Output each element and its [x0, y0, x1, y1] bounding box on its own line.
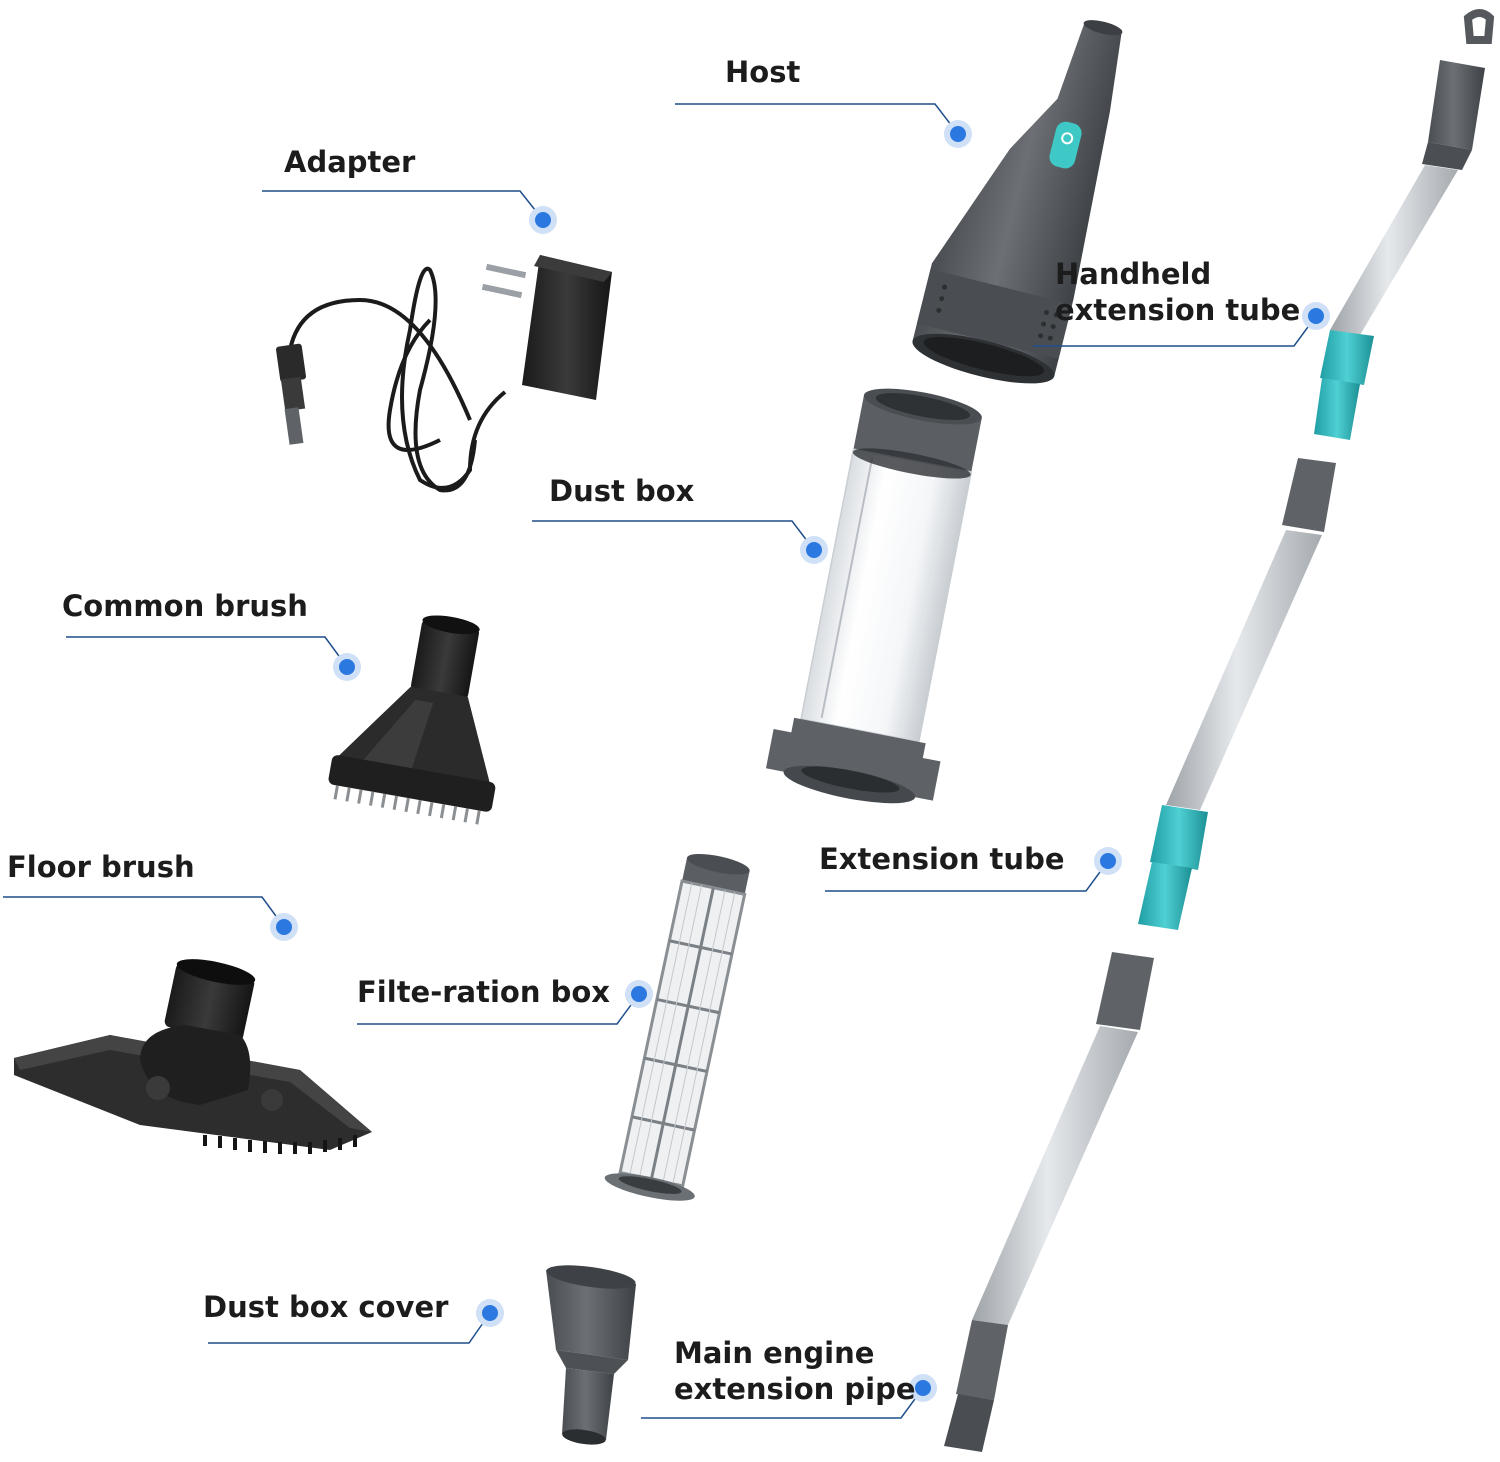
label-dust-box: Dust box: [549, 474, 695, 508]
power-adapter-icon: [276, 255, 612, 493]
label-common-brush: Common brush: [62, 589, 308, 623]
label-adapter: Adapter: [284, 145, 416, 179]
leader-line-adapter: [262, 190, 544, 221]
leader-line-floor-brush: [3, 896, 285, 928]
dot-adapter: [529, 206, 557, 234]
dot-host: [944, 120, 972, 148]
dot-main-engine: [909, 1374, 937, 1402]
dot-handheld: [1302, 302, 1330, 330]
dot-dust-box-cover: [476, 1299, 504, 1327]
label-main-engine-line1: Main engine: [674, 1336, 875, 1370]
label-main-engine-line2: extension pipe: [674, 1372, 916, 1406]
leader-line-dust-box: [532, 520, 815, 551]
callout-dots: [270, 120, 1330, 1402]
dot-common-brush: [333, 653, 361, 681]
common-brush-icon: [328, 615, 496, 825]
leader-line-host: [675, 103, 959, 135]
vacuum-host-icon: [912, 20, 1123, 384]
dot-extension-tube: [1094, 847, 1122, 875]
dust-box-cover-icon: [546, 1265, 636, 1445]
label-extension-tube: Extension tube: [819, 842, 1065, 876]
label-floor-brush: Floor brush: [7, 850, 195, 884]
dot-floor-brush: [270, 913, 298, 941]
dot-filtration: [625, 980, 653, 1008]
label-handheld-line2: extension tube: [1055, 293, 1301, 327]
filtration-box-icon: [604, 853, 750, 1201]
label-dust-box-cover: Dust box cover: [203, 1290, 449, 1324]
label-filtration-box: Filte-ration box: [357, 975, 610, 1009]
floor-brush-icon: [14, 959, 372, 1154]
dot-dust-box: [800, 536, 828, 564]
telescopic-pole-icon: [944, 9, 1495, 1452]
dust-box-icon: [765, 388, 982, 804]
leader-line-common-brush: [66, 636, 348, 668]
label-host: Host: [725, 55, 801, 89]
label-handheld-line1: Handheld: [1055, 257, 1212, 291]
